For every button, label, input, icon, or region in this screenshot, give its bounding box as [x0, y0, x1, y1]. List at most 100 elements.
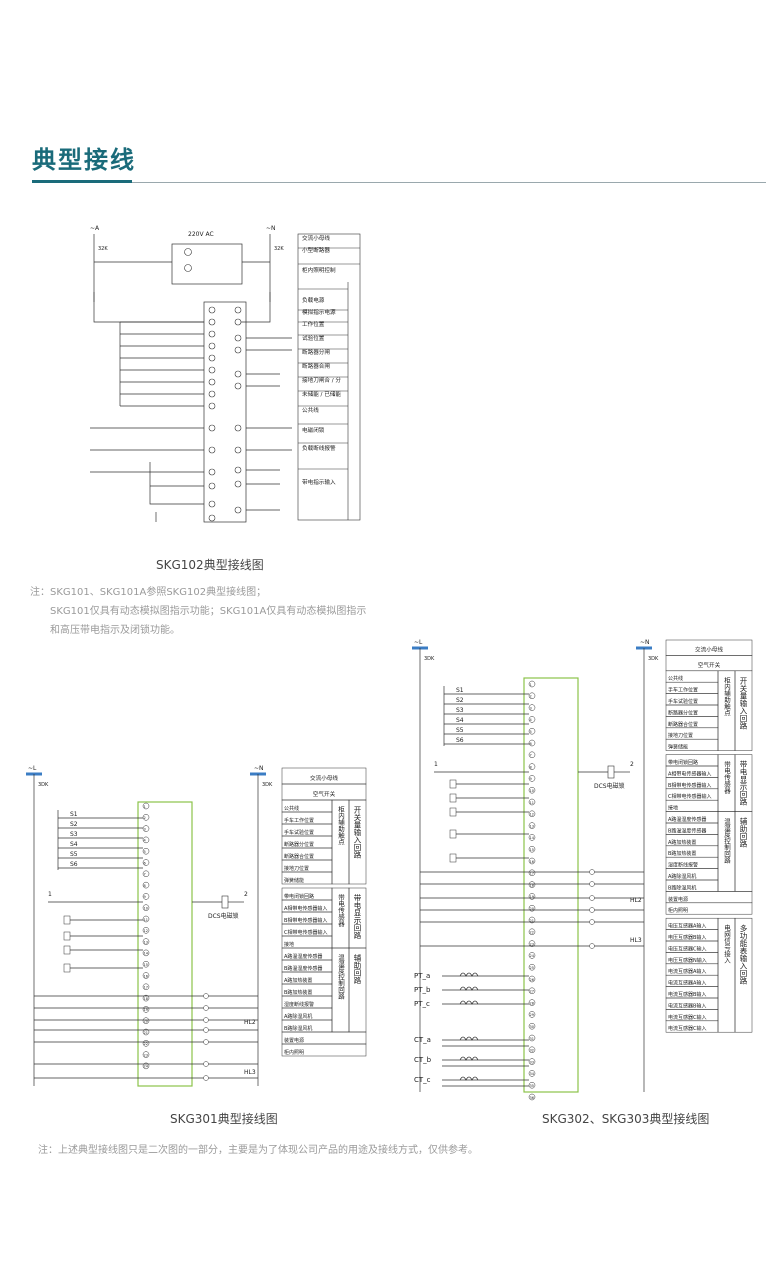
- title-accent-bar: [32, 180, 132, 183]
- skg102-right-phase: ~N: [266, 225, 276, 232]
- skg102-left-phase: ~A: [90, 225, 100, 232]
- terminal-point: [142, 972, 150, 979]
- function-table: 交流小母线空气开关公共线手车工作位置手车试验位置断路器分位置断路器合位置接地刀位…: [665, 639, 753, 1033]
- table-cell: A路温湿度传感器: [668, 816, 706, 823]
- terminal-number: 33: [530, 1060, 534, 1064]
- terminal-point: [142, 983, 150, 991]
- terminal-point: [142, 847, 150, 855]
- table-group-label: 带电显示回路: [353, 894, 362, 940]
- bus-terminal: [203, 1039, 209, 1045]
- skg102-wiring-diagram: 220V AC ~A ~N 32K 32K 交流小母线小型断路器柜内照明控制负载…: [90, 225, 361, 523]
- terminal-number: 13: [530, 824, 534, 828]
- terminal-point: [142, 915, 150, 923]
- table-group-label: 多功能表输入回路: [739, 923, 748, 985]
- terminal-point: [528, 1070, 536, 1077]
- table-cell: C相带电传感器输入: [284, 929, 328, 936]
- terminal-number: 15: [144, 963, 148, 967]
- table-cell: 手车工作位置: [284, 817, 314, 824]
- lamp-label: HL2: [244, 1019, 256, 1026]
- skg102-table-cell: 交流小母线: [302, 234, 330, 242]
- table-tail-cell: 柜内照明: [668, 907, 688, 914]
- sensor-symbol: [63, 963, 71, 973]
- terminal-number: 16: [144, 974, 148, 978]
- table-group-sub: 柜内辅助触点: [337, 805, 345, 847]
- terminal-number: 35: [530, 1084, 534, 1088]
- pt-label: PT_b: [414, 986, 431, 994]
- pt-coil: [459, 972, 479, 977]
- terminal-number: 12: [530, 813, 534, 817]
- terminal-number: 3: [144, 827, 146, 831]
- table-cell: 电流互感器C输入: [668, 1014, 707, 1021]
- table-group-sub: 电网信号接入: [723, 923, 731, 964]
- terminal-point: [142, 881, 150, 889]
- table-cell: 接地: [668, 805, 678, 812]
- left-breaker-label: 3DK: [424, 656, 435, 662]
- terminal-point: [528, 1011, 536, 1018]
- table-cell: 弹簧储能: [284, 877, 304, 884]
- terminal-number: 30: [530, 1025, 534, 1029]
- note-line-3: 和高压带电指示及闭锁功能。: [50, 625, 180, 636]
- table-cell: A路温湿度传感器: [284, 953, 322, 960]
- terminal-number: 24: [144, 1065, 149, 1069]
- note-line-2: SKG101仅具有动态模拟图指示功能；SKG101A仅具有动态模拟图指示: [50, 606, 367, 617]
- skg102-table-cell: 柜内照明控制: [302, 266, 336, 274]
- table-cell: A相带电传感器输入: [284, 905, 327, 912]
- table-header-cell: 空气开关: [313, 790, 336, 798]
- bus-terminal: [203, 1061, 209, 1067]
- terminal-point: [528, 916, 536, 924]
- terminal-point: [142, 1017, 150, 1024]
- sensor-symbol: [449, 853, 457, 863]
- terminal-number: 36: [530, 1096, 534, 1100]
- pt-coil: [459, 1000, 479, 1005]
- terminal-point: [528, 845, 536, 853]
- table-group-label: 开关量输入回路: [739, 676, 748, 729]
- terminal-number: 31: [530, 1037, 534, 1041]
- table-cell: A路除湿风机: [668, 873, 696, 880]
- terminal-number: 8: [144, 884, 146, 888]
- right-phase-label: ~N: [254, 765, 264, 772]
- table-group-sub: 柜内辅助触点: [723, 676, 731, 718]
- skg102-table-cell: 小型断路器: [302, 246, 330, 254]
- table-cell: 断路器分位置: [668, 709, 698, 716]
- table-cell: 接地刀位置: [284, 865, 309, 872]
- terminal-number: 29: [530, 1013, 534, 1017]
- terminal-point: [528, 1046, 536, 1054]
- lamp-label: HL2: [630, 897, 642, 904]
- sensor-symbol: [63, 931, 71, 941]
- terminal-number: 14: [144, 952, 149, 956]
- table-cell: B路除湿风机: [284, 1025, 312, 1032]
- sensor-symbol: [63, 945, 71, 955]
- terminal-number: 17: [530, 872, 534, 876]
- ct-coil: [459, 1076, 479, 1081]
- right-phase-label: ~N: [640, 639, 650, 646]
- table-cell: 电流互感器A输入: [668, 968, 706, 975]
- terminal-number: 26: [530, 978, 534, 982]
- table-cell: 电压互感器B输入: [668, 934, 706, 941]
- terminal-number: 8: [530, 765, 532, 769]
- table-cell: A路加热装置: [284, 977, 312, 984]
- lamp-label: HL3: [244, 1069, 256, 1076]
- bus-terminal: [203, 1075, 209, 1081]
- table-cell: 手车试验位置: [284, 829, 314, 836]
- terminal-number: 9: [530, 777, 532, 781]
- terminal-point: [528, 704, 536, 711]
- terminal-point: [142, 994, 150, 1002]
- right-breaker-label: 3DK: [262, 782, 273, 788]
- bus-terminal: [589, 943, 595, 949]
- ct-label: CT_c: [414, 1076, 431, 1084]
- table-cell: 电压互感器A输入: [668, 923, 706, 930]
- terminal-point: [528, 810, 536, 818]
- terminal-number: 21: [144, 1031, 148, 1035]
- terminal-point: [142, 836, 150, 844]
- table-group-label: 辅助回路: [353, 953, 362, 985]
- terminal-number: 24: [530, 954, 535, 958]
- terminal-point: [142, 938, 150, 945]
- function-table: 交流小母线空气开关公共线手车工作位置手车试验位置断路器分位置断路器合位置接地刀位…: [281, 767, 367, 1057]
- table-cell: B路加热装置: [284, 989, 312, 996]
- table-cell: 公共线: [668, 675, 683, 682]
- right-breaker-label: 3DK: [648, 656, 659, 662]
- skg102-table-cell: 负载电源: [302, 296, 325, 304]
- switch-label: S1: [70, 811, 78, 818]
- table-cell: A路除湿风机: [284, 1013, 312, 1020]
